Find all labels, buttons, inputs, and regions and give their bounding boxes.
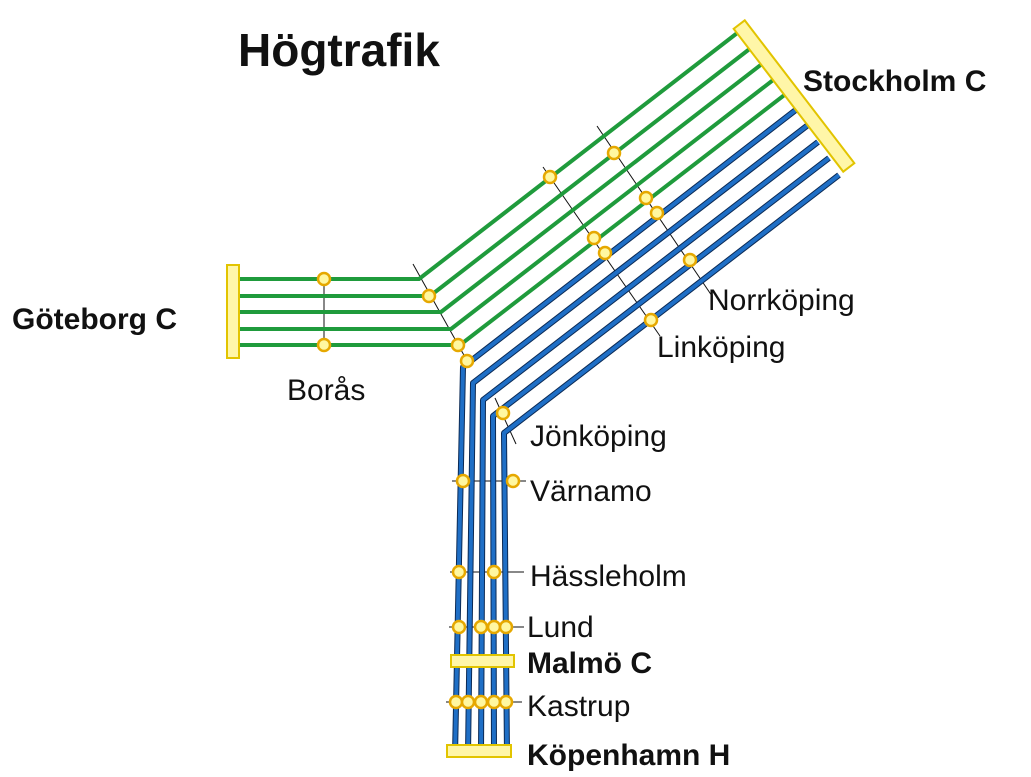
goteborg-label: Göteborg C xyxy=(12,303,177,336)
stop-marker xyxy=(606,145,622,161)
boras-label: Borås xyxy=(287,374,365,407)
green-line-4 xyxy=(240,75,779,331)
hassleholm-label: Hässleholm xyxy=(530,560,687,593)
stop-marker xyxy=(542,169,558,185)
stop-marker xyxy=(505,473,521,489)
green-line-3 xyxy=(240,58,769,314)
kopenhamn-platform xyxy=(446,744,512,758)
malmo-label: Malmö C xyxy=(527,647,652,680)
stop-marker xyxy=(498,619,514,635)
stop-marker xyxy=(649,205,665,221)
stop-marker xyxy=(643,312,659,328)
kastrup-label: Kastrup xyxy=(527,690,630,723)
stop-marker xyxy=(638,190,654,206)
malmo-platform xyxy=(450,654,515,668)
stop-marker xyxy=(448,694,464,710)
jonkoping-tick-line xyxy=(494,397,517,445)
linkoping-label: Linköping xyxy=(657,331,785,364)
stop-marker xyxy=(455,473,471,489)
blue-line-3 xyxy=(479,140,820,756)
norrkoping-label: Norrköping xyxy=(708,284,855,317)
stop-marker xyxy=(486,694,502,710)
stops xyxy=(316,145,698,710)
stop-marker xyxy=(486,619,502,635)
stop-marker xyxy=(451,564,467,580)
stop-marker xyxy=(450,337,466,353)
diagram-title: Högtrafik xyxy=(238,24,440,76)
stop-marker xyxy=(586,230,602,246)
stop-marker xyxy=(682,252,698,268)
stop-marker xyxy=(460,694,476,710)
stockholm-platform xyxy=(732,18,856,174)
stop-marker xyxy=(495,405,511,421)
varnamo-label: Värnamo xyxy=(530,475,652,508)
green-line-1 xyxy=(240,25,747,281)
stop-marker xyxy=(473,694,489,710)
stop-marker xyxy=(421,288,437,304)
blue-line-4 xyxy=(491,156,831,756)
blue-line-2 xyxy=(466,123,810,756)
green-line-2 xyxy=(240,42,758,298)
blue-line-5 xyxy=(502,173,841,756)
lund-label: Lund xyxy=(527,611,594,644)
stop-marker xyxy=(451,619,467,635)
stop-marker xyxy=(486,564,502,580)
stop-marker xyxy=(316,271,332,287)
stop-marker xyxy=(459,353,475,369)
jonkoping-label: Jönköping xyxy=(530,420,667,453)
stop-marker xyxy=(597,245,613,261)
stockholm-label: Stockholm C xyxy=(803,65,986,98)
stop-marker xyxy=(473,619,489,635)
stop-marker xyxy=(316,337,332,353)
kopenhamn-label: Köpenhamn H xyxy=(527,739,730,772)
stop-marker xyxy=(498,694,514,710)
goteborg-platform xyxy=(226,264,240,359)
